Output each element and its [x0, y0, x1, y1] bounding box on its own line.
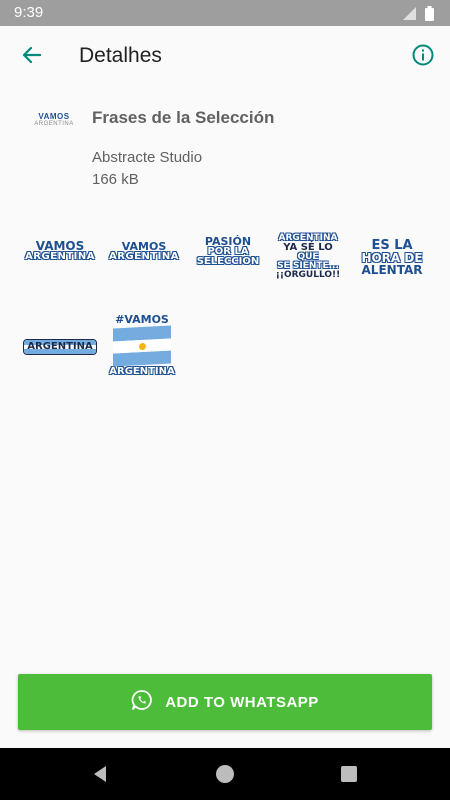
system-nav-bar: [0, 748, 450, 800]
argentina-flag-icon: [113, 324, 171, 367]
arrow-back-icon: [21, 45, 42, 70]
sticker-text: ARGENTINA: [109, 365, 175, 377]
sticker-2[interactable]: VAMOS ARGENTINA: [106, 218, 182, 284]
sticker-text: SELECCIÓN: [196, 255, 260, 267]
info-button[interactable]: [408, 42, 438, 72]
sticker-text: QUE: [297, 252, 319, 262]
status-bar: 9:39: [0, 0, 450, 26]
sticker-text: SE SIENTE...: [277, 261, 339, 271]
app-bar: Detalhes: [0, 26, 450, 90]
pack-size: 166 kB: [92, 171, 139, 188]
nav-home-icon[interactable]: [216, 765, 234, 783]
status-icons: [403, 6, 434, 26]
sticker-text: HORA DE: [361, 250, 423, 265]
sticker-text: YA SÉ LO: [283, 242, 333, 253]
sticker-text: ARGENTINA: [109, 250, 179, 262]
page-title: Detalhes: [79, 44, 162, 67]
status-time: 9:39: [14, 4, 44, 21]
sticker-1[interactable]: VAMOS ARGENTINA: [22, 218, 98, 284]
sticker-text: POR LA: [207, 245, 249, 257]
add-to-whatsapp-label: ADD TO WHATSAPP: [165, 693, 319, 711]
sticker-text: VAMOS: [121, 239, 167, 253]
sticker-7[interactable]: #VAMOS ARGENTINA: [104, 312, 180, 378]
sticker-text: ARGENTINA: [27, 341, 93, 352]
wifi-icon: [403, 6, 417, 26]
pack-publisher: Abstracte Studio: [92, 149, 203, 166]
sticker-6[interactable]: ARGENTINA: [22, 314, 98, 380]
sticker-text: PASIÓN: [204, 234, 252, 248]
sticker-text: ARGENTINA: [278, 233, 338, 243]
sticker-text: ¡¡ORGULLO!!: [275, 270, 341, 280]
nav-back-icon[interactable]: [90, 764, 110, 784]
sticker-4[interactable]: ARGENTINA YA SÉ LO QUE SE SIENTE... ¡¡OR…: [270, 228, 346, 286]
sticker-3[interactable]: PASIÓN POR LA SELECCIÓN: [190, 218, 266, 284]
pack-logo-bottom: ARGENTINA: [34, 120, 74, 127]
argentina-flag-text: ARGENTINA: [24, 340, 96, 354]
sticker-text: ARGENTINA: [25, 251, 95, 262]
sticker-text: ES LA: [371, 237, 413, 253]
add-to-whatsapp-button[interactable]: ADD TO WHATSAPP: [18, 674, 432, 730]
sun-of-may-icon: [138, 341, 146, 350]
battery-icon: [425, 6, 434, 26]
sticker-text: VAMOS: [35, 239, 85, 253]
pack-name: Frases de la Selección: [92, 108, 275, 127]
pack-logo-top: VAMOS: [38, 111, 70, 121]
sticker-text: #VAMOS: [115, 312, 169, 326]
back-button[interactable]: [14, 40, 48, 74]
sticker-text: ALENTAR: [361, 262, 423, 277]
pack-tray-icon: VAMOS ARGENTINA: [28, 108, 80, 132]
info-icon: [411, 43, 435, 72]
whatsapp-icon: [131, 689, 153, 716]
nav-recents-icon[interactable]: [341, 766, 357, 782]
sticker-5[interactable]: ES LA HORA DE ALENTAR: [354, 226, 430, 288]
